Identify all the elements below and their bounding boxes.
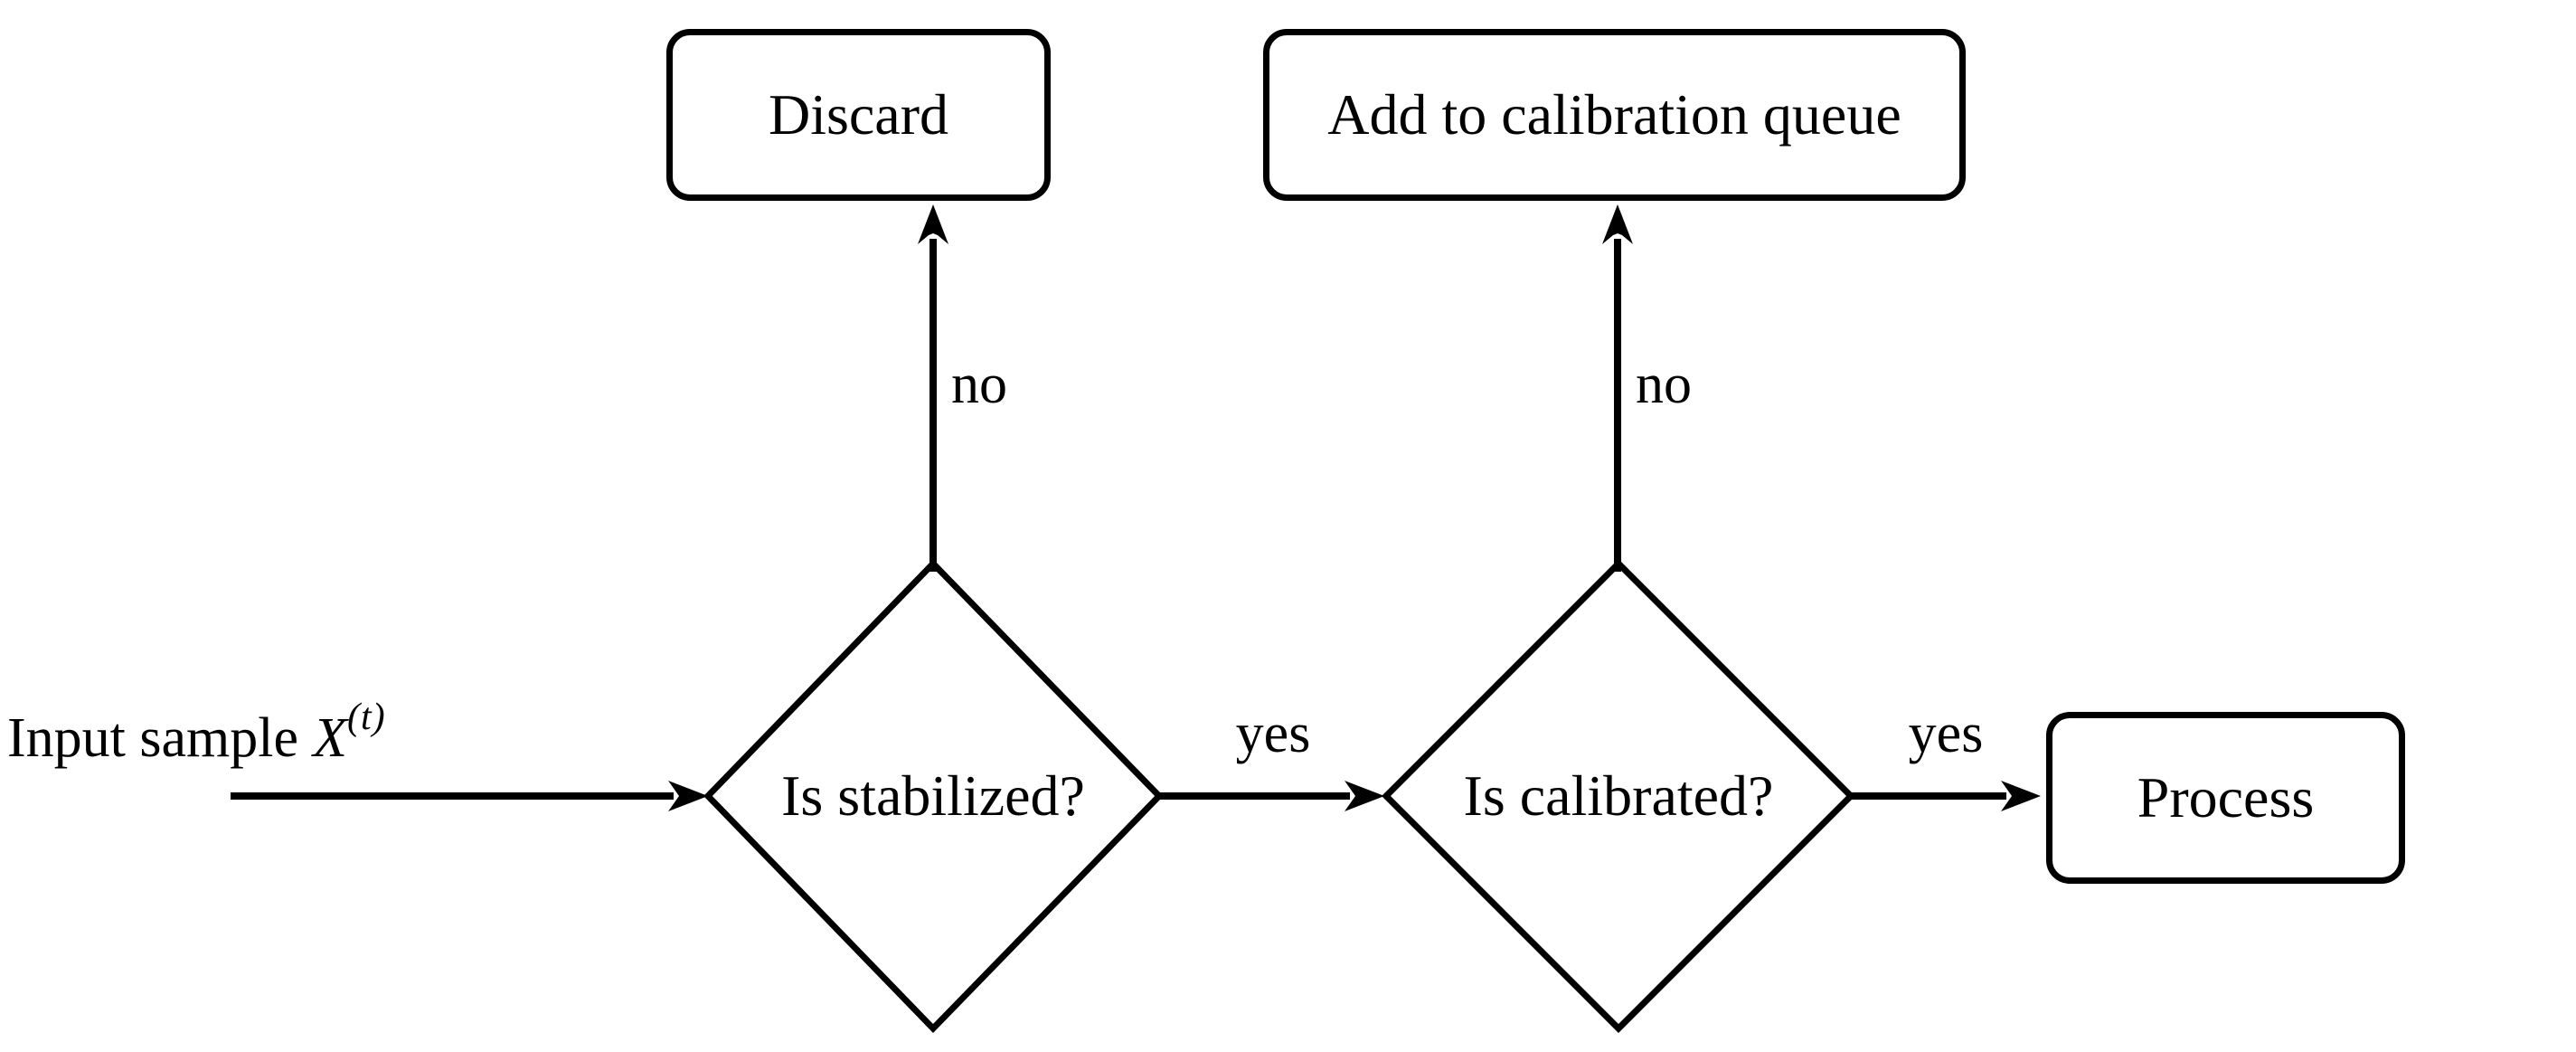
calibrated-yes-edge-label: yes — [1908, 703, 1984, 764]
input-sample-label-prefix: Input sample — [7, 707, 298, 769]
calibration-queue-node-label: Add to calibration queue — [1327, 82, 1901, 147]
input-sample-superscript: (t) — [346, 697, 386, 738]
is-calibrated-diamond — [1382, 559, 1855, 1033]
stabilized-no-arrowhead-icon — [918, 204, 948, 244]
is-stabilized-diamond — [703, 558, 1164, 1034]
input-arrowhead-icon — [668, 781, 708, 811]
stabilized-no-edge-label: no — [951, 354, 1007, 415]
discard-node-label: Discard — [768, 82, 949, 147]
process-node: Process — [2046, 712, 2405, 884]
stabilized-yes-arrowhead-icon — [1345, 781, 1384, 811]
discard-node: Discard — [666, 29, 1051, 201]
process-node-label: Process — [2137, 765, 2315, 829]
is-calibrated-label: Is calibrated? — [1463, 763, 1774, 828]
calibrated-yes-arrowhead-icon — [2001, 781, 2041, 811]
stabilized-yes-edge-label: yes — [1235, 703, 1311, 764]
input-sample-variable: X — [313, 707, 347, 769]
calibration-queue-node: Add to calibration queue — [1263, 29, 1966, 201]
is-stabilized-label: Is stabilized? — [781, 763, 1085, 828]
calibrated-no-edge-label: no — [1636, 354, 1692, 415]
calibrated-no-arrowhead-icon — [1602, 204, 1633, 244]
